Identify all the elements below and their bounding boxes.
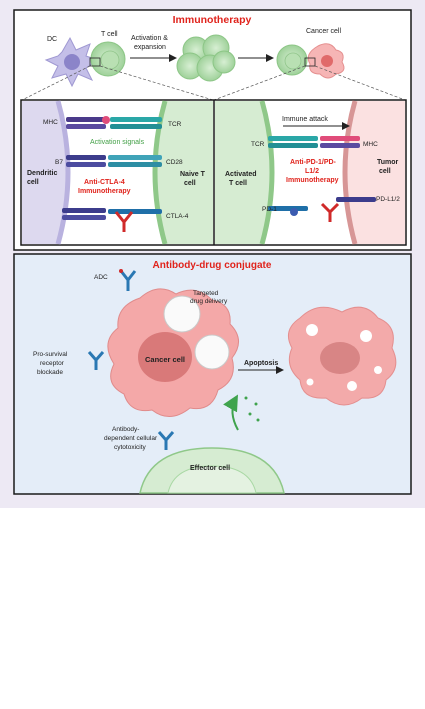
cd28-label: CD28 <box>166 159 183 166</box>
ctla4-label: CTLA-4 <box>166 213 189 220</box>
zoom-box-right <box>304 57 316 67</box>
adc-title: Antibody-drug conjugate <box>153 260 272 271</box>
cytotoxic-arrow-icon <box>223 394 239 431</box>
antibody-icon <box>157 431 175 450</box>
immunotherapy-title: Immunotherapy <box>173 14 252 26</box>
pro-survival-label-2: receptor <box>40 360 65 367</box>
pdl12-label: PD-L1/2 <box>376 196 400 203</box>
tumor-cell-label-2: cell <box>379 168 391 175</box>
adcc-label-2: dependent cellular <box>104 435 158 442</box>
adc-label: ADC <box>94 274 108 281</box>
tcr-label-right: TCR <box>251 141 265 148</box>
adcc-label-3: cytotoxicity <box>114 444 147 451</box>
targeted-label-1: Targeted <box>193 290 219 297</box>
anti-pd1-label-2: L1/2 <box>305 168 319 175</box>
naive-t-cell-label-1: Naive T <box>180 171 206 178</box>
antibody-icon <box>320 202 340 222</box>
adcc-label-1: Antibody- <box>112 426 139 433</box>
anti-pd1-label-1: Anti-PD-1/PD- <box>290 159 337 166</box>
activation-label-1: Activation & <box>131 35 168 42</box>
pro-survival-label-1: Pro-survival <box>33 351 68 358</box>
mhc-label-right: MHC <box>363 141 378 148</box>
cancer-label: Cancer cell <box>306 28 341 35</box>
apoptotic-cell-icon <box>287 306 397 406</box>
activated-t-cell-label-1: Activated <box>225 171 257 178</box>
pro-survival-label-3: blockade <box>37 369 63 376</box>
adc-antibody-icon <box>119 269 137 291</box>
expanded-t-cells-icon <box>176 34 236 82</box>
left-zoom-panel <box>22 100 213 245</box>
dendritic-cell-label-2: cell <box>27 179 39 186</box>
naive-t-cell-label-2: cell <box>184 180 196 187</box>
activated-t-cell-label-2: T cell <box>229 180 247 187</box>
apoptosis-label: Apoptosis <box>244 360 278 367</box>
t-cell-icon <box>90 41 126 77</box>
tcr-label-left: TCR <box>168 121 182 128</box>
dendritic-cell-icon <box>44 36 100 88</box>
tcell-label: T cell <box>101 31 118 38</box>
cancer-cell-label: Cancer cell <box>145 355 185 364</box>
mhc-label-left: MHC <box>43 119 58 126</box>
antibody-icon <box>87 351 105 370</box>
right-zoom-panel <box>215 100 405 245</box>
tumor-cell-label-1: Tumor <box>377 159 399 166</box>
activation-label-2: expansion <box>134 44 166 51</box>
antibody-icon <box>114 211 134 232</box>
diagram-svg: Immunotherapy DC T cell Activation & exp… <box>13 9 412 495</box>
immune-attack-label: Immune attack <box>282 116 328 123</box>
anti-ctla4-label-2: Immunotherapy <box>78 188 131 195</box>
anti-ctla4-label-1: Anti-CTLA-4 <box>84 179 125 186</box>
effector-cell-label: Effector cell <box>190 465 230 472</box>
effector-cell-icon <box>139 447 285 494</box>
pd1-label: PD-1 <box>262 206 277 213</box>
cancer-cell-icon <box>107 288 239 417</box>
figure-canvas: Immunotherapy DC T cell Activation & exp… <box>0 0 425 508</box>
anti-pd1-label-3: Immunotherapy <box>286 177 339 184</box>
activation-signals-label: Activation signals <box>90 139 145 146</box>
t-cell-icon <box>276 44 308 76</box>
targeted-label-2: drug delivery <box>190 298 228 305</box>
b7-label: B7 <box>55 159 63 166</box>
dendritic-cell-label-1: Dendritic <box>27 170 57 177</box>
dc-label: DC <box>47 36 57 43</box>
zoom-box-left <box>89 57 101 67</box>
